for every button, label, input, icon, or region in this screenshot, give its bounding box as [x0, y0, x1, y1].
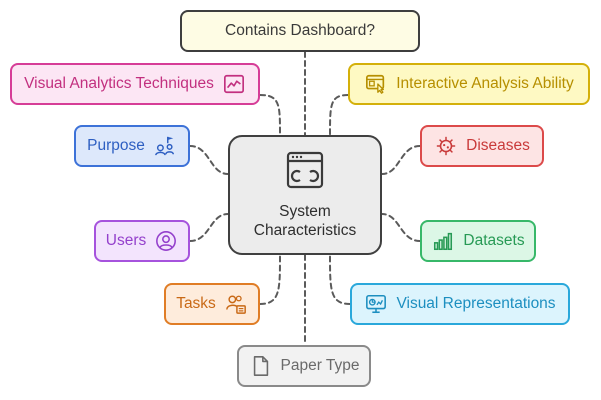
- connector-tasks: [259, 254, 281, 305]
- bar-chart-icon: [431, 229, 455, 253]
- node-visual-rep-label: Visual Representations: [396, 295, 556, 312]
- node-contains-dashboard[interactable]: Contains Dashboard?: [180, 10, 420, 52]
- dashboard-window-icon: [286, 151, 324, 189]
- node-tasks-label: Tasks: [176, 295, 216, 312]
- node-diseases-label: Diseases: [466, 137, 530, 154]
- node-tasks[interactable]: Tasks: [164, 283, 260, 325]
- node-visual-analytics-label: Visual Analytics Techniques: [24, 75, 214, 92]
- node-users-label: Users: [105, 232, 147, 249]
- node-datasets-label: Datasets: [463, 232, 525, 249]
- line-chart-icon: [222, 72, 246, 96]
- connector-purpose: [189, 145, 229, 175]
- node-interactive-analysis-ability[interactable]: Interactive Analysis Ability: [348, 63, 590, 105]
- node-contains-dashboard-label: Contains Dashboard?: [225, 22, 375, 39]
- center-node-system-characteristics[interactable]: System Characteristics: [228, 135, 382, 255]
- target-people-icon: [153, 134, 177, 158]
- node-paper-type[interactable]: Paper Type: [237, 345, 371, 387]
- node-visual-representations[interactable]: Visual Representations: [350, 283, 570, 325]
- node-purpose-label: Purpose: [87, 137, 145, 154]
- connector-visual-rep: [329, 254, 351, 305]
- connector-visual-analytics: [259, 94, 281, 136]
- node-datasets[interactable]: Datasets: [420, 220, 536, 262]
- interactive-screen-icon: [364, 72, 388, 96]
- node-paper-type-label: Paper Type: [280, 357, 360, 374]
- connector-interactive: [329, 94, 349, 136]
- node-users[interactable]: Users: [94, 220, 190, 262]
- center-line-2: Characteristics: [253, 222, 357, 239]
- node-diseases[interactable]: Diseases: [420, 125, 544, 167]
- user-task-icon: [224, 292, 248, 316]
- virus-icon: [434, 134, 458, 158]
- connector-users: [189, 213, 229, 242]
- document-icon: [249, 354, 273, 378]
- node-interactive-label: Interactive Analysis Ability: [396, 75, 574, 92]
- center-line-1: System: [279, 203, 331, 220]
- connector-datasets: [381, 213, 421, 242]
- node-visual-analytics-techniques[interactable]: Visual Analytics Techniques: [10, 63, 260, 105]
- user-circle-icon: [154, 229, 178, 253]
- node-purpose[interactable]: Purpose: [74, 125, 190, 167]
- connector-diseases: [381, 145, 421, 175]
- monitor-chart-icon: [364, 292, 388, 316]
